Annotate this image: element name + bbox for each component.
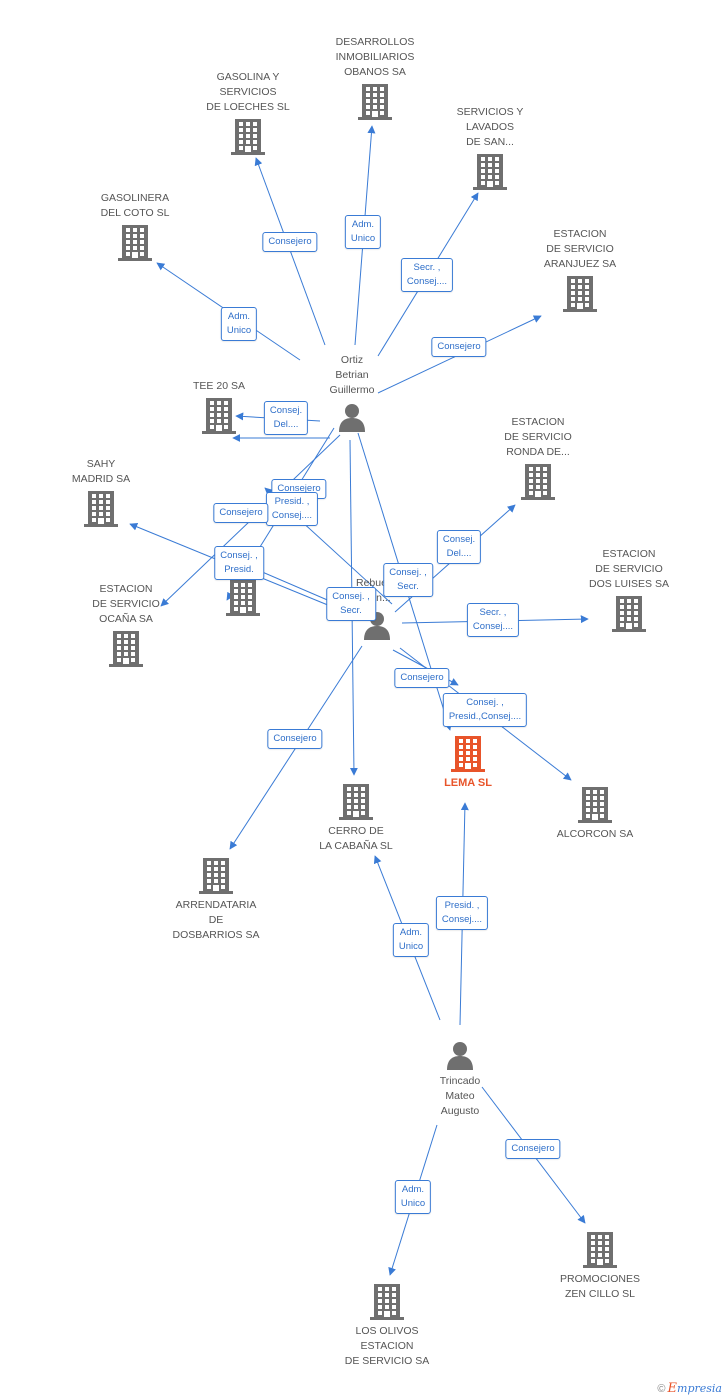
node-label: TEE 20 SA: [193, 380, 245, 392]
node-label: ESTACION DE SERVICIO DOS LUISES SA: [589, 548, 669, 590]
node-tee20[interactable]: TEE 20 SA: [154, 379, 284, 394]
node-servicios-lavados[interactable]: SERVICIOS Y LAVADOS DE SAN...: [425, 105, 555, 150]
node-trincado[interactable]: Trincado Mateo Augusto: [395, 1074, 525, 1119]
node-label: Trincado Mateo Augusto: [439, 1075, 481, 1117]
node-aranjuez[interactable]: ESTACION DE SERVICIO ARANJUEZ SA: [515, 227, 645, 272]
building-icon[interactable]: [583, 1232, 617, 1273]
node-olivos[interactable]: LOS OLIVOS ESTACION DE SERVICIO SA: [322, 1324, 452, 1369]
node-lema[interactable]: LEMA SL: [403, 776, 533, 791]
relation-label[interactable]: Consej. Del....: [436, 530, 482, 564]
building-icon[interactable]: [118, 225, 152, 266]
relation-label[interactable]: Consejero: [267, 729, 323, 749]
node-ronda[interactable]: ESTACION DE SERVICIO RONDA DE...: [473, 415, 603, 460]
node-label: LOS OLIVOS ESTACION DE SERVICIO SA: [344, 1325, 430, 1367]
node-label: ARRENDATARIA DE DOSBARRIOS SA: [172, 899, 260, 941]
relation-label[interactable]: Consejero: [262, 232, 318, 252]
relation-label[interactable]: Consej. , Presid.: [214, 546, 264, 580]
building-icon[interactable]: [84, 491, 118, 532]
relation-label[interactable]: Consejero: [213, 503, 269, 523]
node-label: GASOLINA Y SERVICIOS DE LOECHES SL: [206, 71, 290, 113]
node-label: ALCORCON SA: [556, 828, 634, 840]
node-alcorcon[interactable]: ALCORCON SA: [530, 827, 660, 842]
node-label: ESTACION DE SERVICIO ARANJUEZ SA: [543, 228, 617, 270]
relation-label[interactable]: Consej. Del....: [263, 401, 309, 435]
person-icon[interactable]: [337, 402, 367, 437]
brand-initial: E: [667, 1381, 678, 1396]
relation-label[interactable]: Consejero: [394, 668, 450, 688]
building-icon[interactable]: [199, 858, 233, 899]
node-label: CERRO DE LA CABAÑA SL: [319, 825, 393, 852]
node-label: SAHY MADRID SA: [71, 458, 131, 485]
node-arrendataria[interactable]: ARRENDATARIA DE DOSBARRIOS SA: [151, 898, 281, 943]
node-label: Ortiz Betrian Guillermo: [329, 354, 375, 396]
node-label: DESARROLLOS INMOBILIARIOS OBANOS SA: [335, 36, 415, 78]
building-icon[interactable]: [370, 1284, 404, 1325]
building-icon[interactable]: [231, 119, 265, 160]
node-ocana[interactable]: ESTACION DE SERVICIO OCAÑA SA: [61, 582, 191, 627]
node-label: ESTACION DE SERVICIO OCAÑA SA: [92, 583, 160, 625]
relation-label[interactable]: Secr. , Consej....: [400, 258, 454, 292]
relation-label[interactable]: Secr. , Consej....: [466, 603, 520, 637]
building-icon[interactable]: [109, 631, 143, 672]
node-label: SERVICIOS Y LAVADOS DE SAN...: [456, 106, 524, 148]
node-ortiz[interactable]: Ortiz Betrian Guillermo: [287, 353, 417, 398]
relation-label[interactable]: Adm. Unico: [394, 1180, 432, 1214]
node-promociones[interactable]: PROMOCIONES ZEN CILLO SL: [535, 1272, 665, 1302]
copyright-symbol: ©: [657, 1383, 666, 1395]
node-gasolina[interactable]: GASOLINA Y SERVICIOS DE LOECHES SL: [183, 70, 313, 115]
relation-label[interactable]: Adm. Unico: [344, 215, 382, 249]
relation-label[interactable]: Presid. , Consej....: [265, 492, 319, 526]
copyright: ©Empresia: [657, 1381, 722, 1396]
building-icon[interactable]: [578, 787, 612, 828]
building-icon[interactable]: [473, 154, 507, 195]
node-desarrollos[interactable]: DESARROLLOS INMOBILIARIOS OBANOS SA: [310, 35, 440, 80]
relation-label[interactable]: Consej. , Secr.: [326, 587, 376, 621]
node-label: LEMA SL: [444, 777, 492, 789]
node-dos-luises[interactable]: ESTACION DE SERVICIO DOS LUISES SA: [564, 547, 694, 592]
relation-label[interactable]: Consej. , Presid.,Consej....: [442, 693, 528, 727]
node-label: ESTACION DE SERVICIO RONDA DE...: [504, 416, 572, 458]
relation-label[interactable]: Adm. Unico: [220, 307, 258, 341]
node-cerro[interactable]: CERRO DE LA CABAÑA SL: [291, 824, 421, 854]
relation-label[interactable]: Consejero: [505, 1139, 561, 1159]
node-sahy[interactable]: SAHY MADRID SA: [36, 457, 166, 487]
building-icon[interactable]: [451, 736, 485, 777]
node-label: PROMOCIONES ZEN CILLO SL: [560, 1273, 640, 1300]
building-icon[interactable]: [226, 580, 260, 621]
building-icon[interactable]: [563, 276, 597, 317]
relation-label[interactable]: Presid. , Consej....: [435, 896, 489, 930]
relation-label[interactable]: Consej. , Secr.: [383, 563, 433, 597]
person-icon[interactable]: [445, 1040, 475, 1075]
building-icon[interactable]: [339, 784, 373, 825]
building-icon[interactable]: [612, 596, 646, 637]
person-icon[interactable]: [362, 610, 392, 645]
building-icon[interactable]: [521, 464, 555, 505]
building-icon[interactable]: [202, 398, 236, 439]
relation-label[interactable]: Adm. Unico: [392, 923, 430, 957]
building-icon[interactable]: [358, 84, 392, 125]
relation-label[interactable]: Consejero: [431, 337, 487, 357]
node-label: GASOLINERA DEL COTO SL: [100, 192, 170, 219]
node-gasolinera[interactable]: GASOLINERA DEL COTO SL: [70, 191, 200, 221]
brand-name: mpresia: [677, 1382, 722, 1395]
